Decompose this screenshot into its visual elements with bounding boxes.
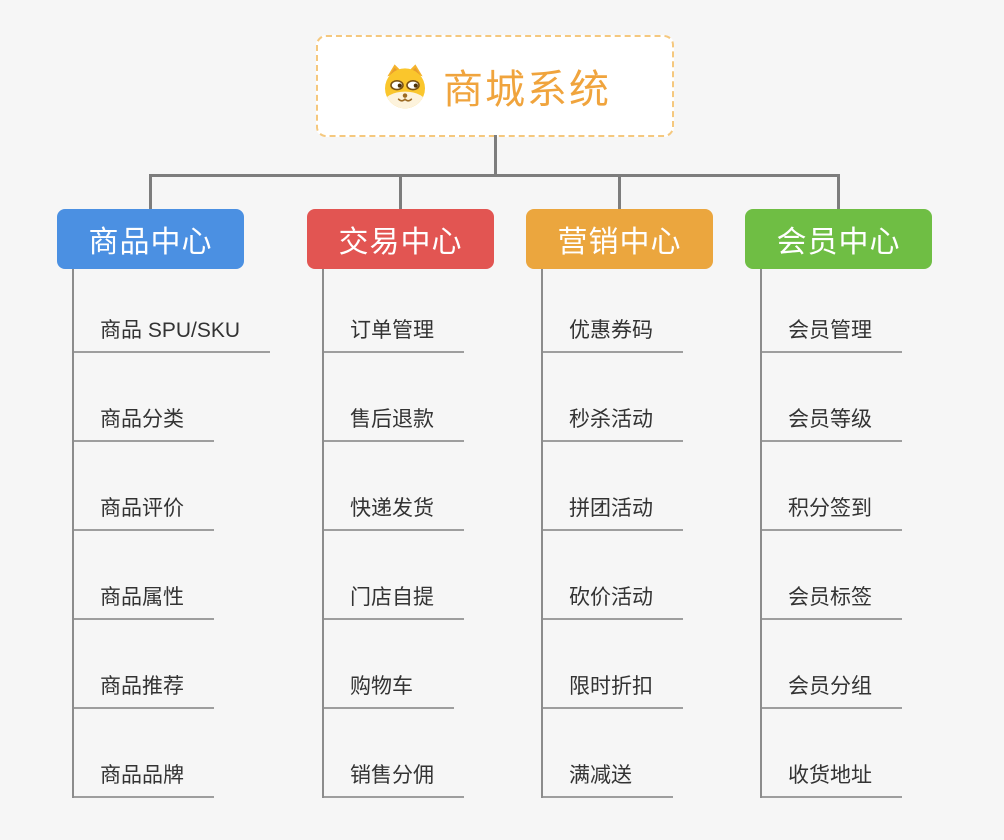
child-topic[interactable]: 砍价活动 — [543, 531, 683, 620]
child-topic-label: 门店自提 — [350, 586, 434, 609]
child-topic[interactable]: 商品分类 — [74, 353, 214, 442]
branch-children-products: 商品 SPU/SKU 商品分类商品评价商品属性商品推荐商品品牌 — [72, 269, 271, 798]
child-topic-label: 优惠券码 — [569, 319, 653, 342]
child-topic-label: 限时折扣 — [569, 675, 653, 698]
child-topic[interactable]: 拼团活动 — [543, 442, 683, 531]
child-topic-label: 商品评价 — [100, 497, 184, 520]
child-topic[interactable]: 满减送 — [543, 709, 673, 798]
child-topic[interactable]: 商品属性 — [74, 531, 214, 620]
branch-members: 会员中心 会员管理会员等级积分签到会员标签会员分组收货地址 — [745, 209, 932, 798]
child-topic[interactable]: 优惠券码 — [543, 269, 683, 353]
child-topic[interactable]: 秒杀活动 — [543, 353, 683, 442]
branch-products: 商品中心 商品 SPU/SKU 商品分类商品评价商品属性商品推荐商品品牌 — [57, 209, 271, 798]
branch-trade: 交易中心 订单管理售后退款快递发货门店自提购物车销售分佣 — [307, 209, 494, 798]
branch-children-members: 会员管理会员等级积分签到会员标签会员分组收货地址 — [760, 269, 902, 798]
child-topic[interactable]: 会员标签 — [762, 531, 902, 620]
connector-root-stub — [494, 135, 497, 174]
root-topic-label: 商城系统 — [443, 68, 611, 112]
child-topic-label: 会员分组 — [788, 675, 872, 698]
connector-drop-products — [149, 174, 152, 210]
child-topic[interactable]: 会员等级 — [762, 353, 902, 442]
child-topic-label: 秒杀活动 — [569, 408, 653, 431]
branch-header-products[interactable]: 商品中心 — [57, 209, 244, 269]
connector-drop-marketing — [618, 174, 621, 210]
child-topic[interactable]: 售后退款 — [324, 353, 464, 442]
child-topic-label: 会员等级 — [788, 408, 872, 431]
child-topic[interactable]: 会员管理 — [762, 269, 902, 353]
child-topic[interactable]: 快递发货 — [324, 442, 464, 531]
child-topic-label: 收货地址 — [788, 764, 872, 787]
connector-drop-trade — [399, 174, 402, 210]
child-topic-label: 积分签到 — [788, 497, 872, 520]
child-topic-label: 商品分类 — [100, 408, 184, 431]
child-topic-label: 订单管理 — [350, 319, 434, 342]
child-topic[interactable]: 商品评价 — [74, 442, 214, 531]
child-topic-label: 商品品牌 — [100, 764, 184, 787]
connector-drop-members — [837, 174, 840, 210]
child-topic-label: 购物车 — [350, 675, 413, 698]
child-topic-label: 商品属性 — [100, 586, 184, 609]
child-topic-label: 拼团活动 — [569, 497, 653, 520]
child-topic-label: 销售分佣 — [350, 764, 434, 787]
child-topic-label: 商品 SPU/SKU — [100, 319, 241, 342]
child-topic[interactable]: 销售分佣 — [324, 709, 464, 798]
child-topic-label: 快递发货 — [350, 497, 434, 520]
child-topic[interactable]: 订单管理 — [324, 269, 464, 353]
branch-marketing: 营销中心 优惠券码秒杀活动拼团活动砍价活动限时折扣满减送 — [526, 209, 713, 798]
dog-face-icon — [385, 64, 425, 109]
child-topic[interactable]: 收货地址 — [762, 709, 902, 798]
branch-children-marketing: 优惠券码秒杀活动拼团活动砍价活动限时折扣满减送 — [541, 269, 683, 798]
child-topic[interactable]: 限时折扣 — [543, 620, 683, 709]
child-topic[interactable]: 购物车 — [324, 620, 454, 709]
root-topic[interactable]: 商城系统 — [316, 35, 674, 137]
child-topic[interactable]: 积分签到 — [762, 442, 902, 531]
child-topic-label: 商品推荐 — [100, 675, 184, 698]
child-topic-label: 砍价活动 — [569, 586, 653, 609]
child-topic-label: 满减送 — [569, 764, 632, 787]
child-topic-label: 会员标签 — [788, 586, 872, 609]
child-topic[interactable]: 门店自提 — [324, 531, 464, 620]
branch-header-trade[interactable]: 交易中心 — [307, 209, 494, 269]
child-topic[interactable]: 会员分组 — [762, 620, 902, 709]
branch-header-members[interactable]: 会员中心 — [745, 209, 932, 269]
branch-header-marketing[interactable]: 营销中心 — [526, 209, 713, 269]
child-topic-label: 会员管理 — [788, 319, 872, 342]
connector-bus-line — [149, 174, 840, 177]
child-topic-label: 售后退款 — [350, 408, 434, 431]
child-topic[interactable]: 商品推荐 — [74, 620, 214, 709]
branch-children-trade: 订单管理售后退款快递发货门店自提购物车销售分佣 — [322, 269, 464, 798]
child-topic[interactable]: 商品品牌 — [74, 709, 214, 798]
child-topic[interactable]: 商品 SPU/SKU — [74, 269, 271, 353]
